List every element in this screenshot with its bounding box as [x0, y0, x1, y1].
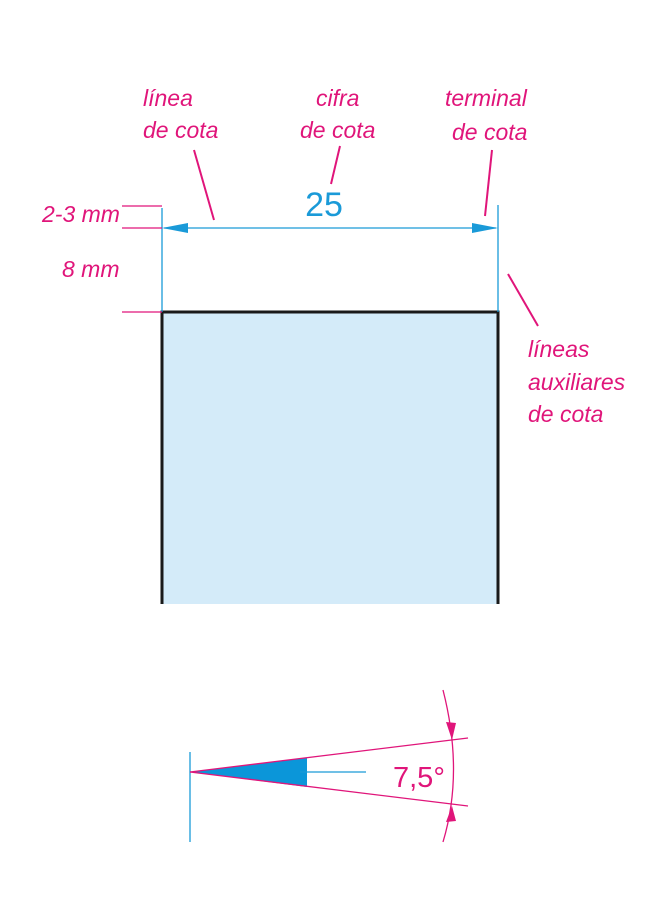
leader-cifra-cota — [330, 145, 341, 185]
label-linea-cota-line1: línea — [143, 85, 193, 111]
part-outline — [160, 310, 500, 604]
dimension-value: 25 — [305, 186, 343, 224]
label-lineas-auxiliares-line2: auxiliares — [528, 369, 626, 395]
leader-terminal-cota — [484, 149, 493, 217]
leader-lineas-auxiliares — [507, 273, 539, 327]
angle-arrow-top-icon — [446, 722, 456, 740]
label-terminal-cota-line2: de cota — [452, 119, 527, 145]
arrow-detail-arrowhead-icon — [190, 758, 307, 787]
dimension-arrow-right-icon — [472, 223, 498, 233]
gap-8mm-label: 8 mm — [62, 256, 120, 282]
angle-label: 7,5° — [393, 762, 445, 794]
label-lineas-auxiliares-line3: de cota — [528, 401, 603, 427]
leader-linea-cota — [193, 149, 215, 221]
angle-arc — [442, 689, 455, 843]
dimension-arrow-left-icon — [162, 223, 188, 233]
part-fill — [162, 312, 498, 604]
label-cifra-cota-line2: de cota — [300, 117, 375, 143]
label-linea-cota-line2: de cota — [143, 117, 218, 143]
label-cifra-cota-line1: cifra — [316, 85, 359, 111]
gap-2-3mm-label: 2-3 mm — [41, 201, 120, 227]
label-lineas-auxiliares-line1: líneas — [528, 336, 590, 362]
label-terminal-cota-line1: terminal — [445, 85, 528, 111]
angle-ray-bottom — [189, 771, 469, 807]
angle-arrow-bottom-icon — [446, 806, 456, 822]
angle-ray-top — [189, 737, 469, 773]
